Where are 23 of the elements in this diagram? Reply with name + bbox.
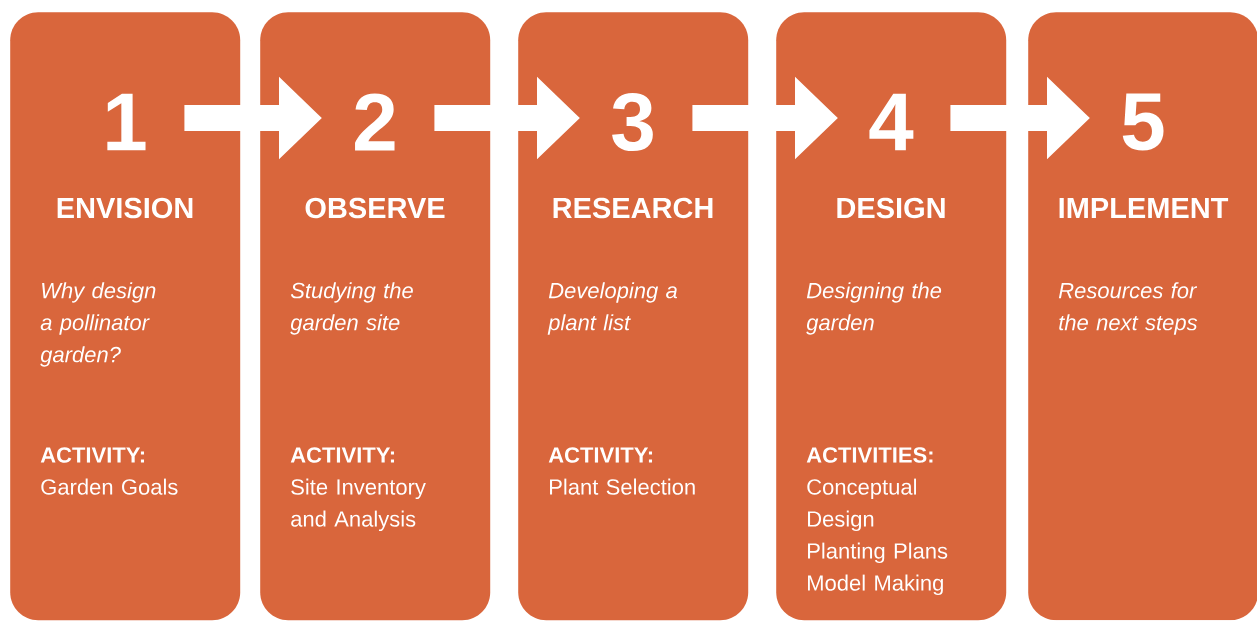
step-description: Developing a plant list [547,282,678,335]
activity-text: ACTIVITY: Site Inventory and Analysis [290,447,426,532]
step-number: 5 [1122,93,1164,151]
step-heading: DESIGN [837,197,945,219]
node-label: Planting Plans [808,542,948,564]
step-heading: OBSERVE [305,197,445,219]
step-number: 3 [612,92,653,152]
step-description: Resources for the next steps [1058,282,1198,335]
step-description: Designing the garden [806,282,942,335]
activity-text: ACTIVITIES: Conceptual Design Planting Plans Model Making [806,447,948,596]
activity-text: ACTIVITY: Plant Selection [548,447,695,495]
node-label: Conceptual Design [807,478,917,532]
step-number: 2 [355,93,395,151]
step-heading: IMPLEMENT [1059,198,1229,218]
step-heading: ENVISION [57,197,193,219]
step-number: 4 [869,93,914,151]
node-label: ACTIVITIES: [806,447,933,463]
node-label: Model Making [808,574,943,596]
step-heading: RESEARCH [553,197,713,219]
activity-text: ACTIVITY: Garden Goals [40,447,178,495]
step-description: Why design a pollinator garden? [40,282,156,367]
step-description: Studying the garden site [290,282,413,335]
step-number: 1 [107,93,146,151]
